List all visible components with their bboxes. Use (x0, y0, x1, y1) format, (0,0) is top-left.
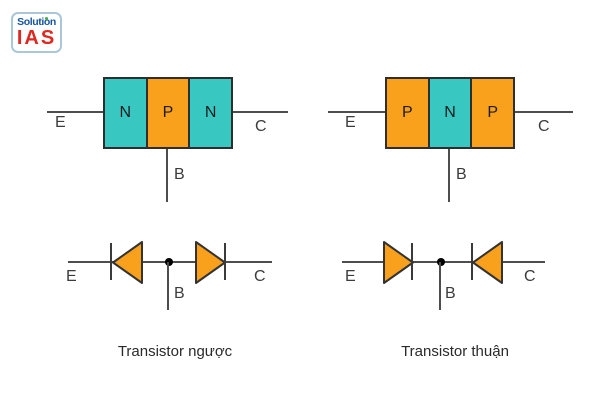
pnp-base-block: N (427, 79, 471, 147)
pnp-right-diode-cathode-bar (471, 243, 473, 280)
pnp-base-junction-dot (437, 258, 445, 266)
npn-emitter-block: N (105, 79, 146, 147)
npn-left-diode-cathode-bar (110, 243, 112, 280)
npn-left-diode-arrow-icon (112, 241, 143, 284)
npn-right-diode-cathode-bar (224, 243, 226, 280)
logo: Solution IAS (11, 12, 62, 53)
npn-collector-label: C (255, 118, 267, 135)
npn-base-block: P (145, 79, 189, 147)
npn-base-junction-dot (165, 258, 173, 266)
pnp-equivalent-collector-label: C (524, 268, 536, 285)
npn-right-diode-arrow-icon (195, 241, 226, 284)
pnp-equivalent-emitter-label: E (345, 268, 356, 285)
logo-green-i-dot-icon (45, 17, 48, 20)
pnp-left-diode-arrow-icon (383, 241, 414, 284)
npn-collector-block: N (188, 79, 232, 147)
pnp-collector-block: P (470, 79, 514, 147)
npn-base-wire (166, 148, 168, 202)
npn-equivalent-collector-label: C (254, 268, 266, 285)
pnp-emitter-block: P (387, 79, 428, 147)
pnp-base-label: B (456, 166, 467, 183)
pnp-left-diode-cathode-bar (411, 243, 413, 280)
npn-junction-blocks: N P N (103, 77, 233, 149)
pnp-junction-blocks: P N P (385, 77, 515, 149)
npn-equivalent-base-wire (167, 262, 169, 310)
pnp-base-wire (448, 148, 450, 202)
npn-emitter-wire (47, 111, 103, 113)
pnp-right-diode-arrow-icon (472, 241, 503, 284)
npn-base-label: B (174, 166, 185, 183)
npn-caption: Transistor ngược (117, 343, 233, 360)
pnp-emitter-label: E (345, 114, 356, 131)
npn-emitter-label: E (55, 114, 66, 131)
npn-equivalent-base-label: B (174, 285, 185, 302)
pnp-collector-label: C (538, 118, 550, 135)
npn-equivalent-emitter-label: E (66, 268, 77, 285)
logo-text-ias: IAS (16, 27, 57, 49)
pnp-collector-wire (514, 111, 573, 113)
pnp-equivalent-base-wire (439, 262, 441, 310)
pnp-equivalent-base-label: B (445, 285, 456, 302)
pnp-emitter-wire (328, 111, 385, 113)
pnp-caption: Transistor thuận (401, 343, 509, 360)
npn-collector-wire (231, 111, 288, 113)
